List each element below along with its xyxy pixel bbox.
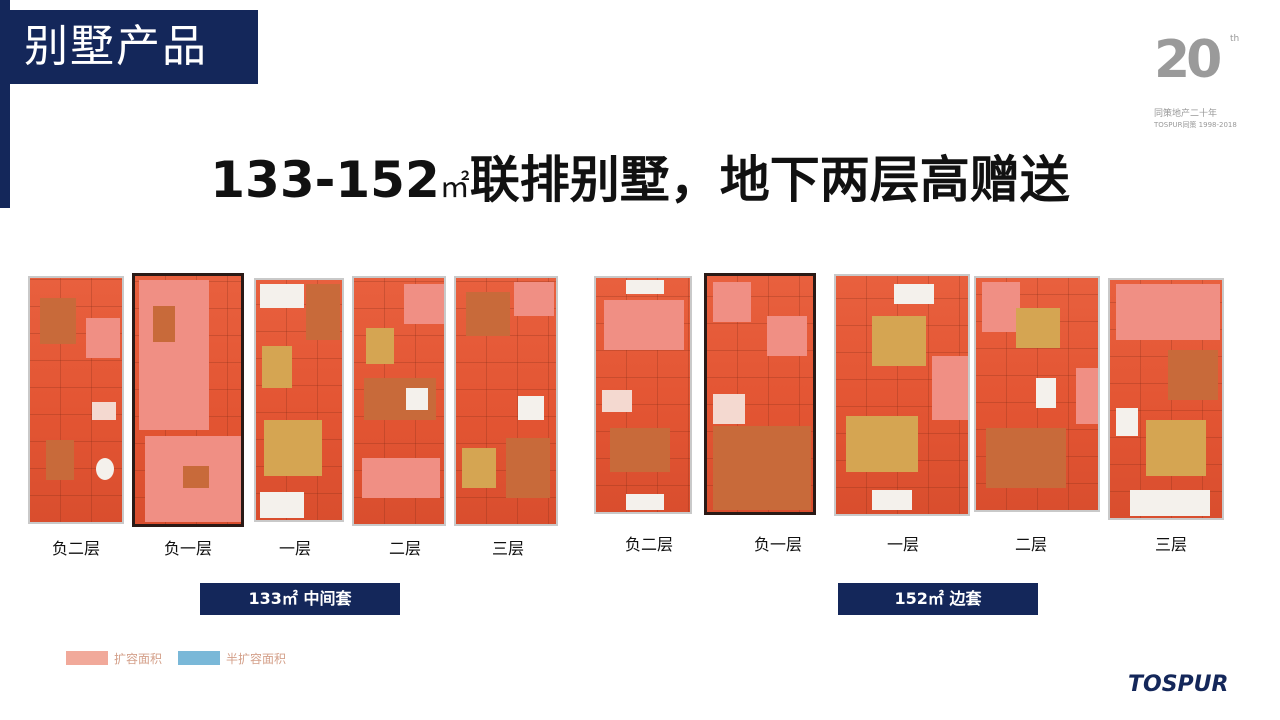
headline: 133-152㎡联排别墅，地下两层高赠送 xyxy=(0,140,1280,212)
floor-plan-image xyxy=(704,273,816,515)
logo-subtitle: 同策地产二十年 xyxy=(1154,109,1218,119)
floor-plan-image xyxy=(594,276,692,514)
floor-label: 负二层 xyxy=(624,535,673,554)
floor-label: 负二层 xyxy=(51,539,100,558)
logo-number: 20 xyxy=(1154,30,1222,90)
floor-plan-image xyxy=(974,276,1100,512)
headline-area: 133-152 xyxy=(210,151,440,209)
legend-swatch xyxy=(66,651,108,665)
floor-plan-image xyxy=(454,276,558,526)
page-title: 别墅产品 xyxy=(10,10,258,84)
left-accent-bar xyxy=(0,0,10,208)
floor-label: 一层 xyxy=(886,535,919,554)
unit-type-tag-152: 152㎡ 边套 xyxy=(838,583,1038,615)
floor-label: 二层 xyxy=(1014,535,1047,554)
floor-plan-image xyxy=(132,273,244,527)
floor-plan-image xyxy=(1108,278,1224,520)
legend-label: 半扩容面积 xyxy=(226,651,287,666)
legend-swatch xyxy=(178,651,220,665)
floor-plan-image xyxy=(254,278,344,522)
logo-superscript: th xyxy=(1230,34,1240,44)
floor-plan-image xyxy=(834,274,970,516)
unit-type-tag-133: 133㎡ 中间套 xyxy=(200,583,400,615)
legend-item-expanded: 扩容面积 xyxy=(66,650,162,666)
headline-unit: ㎡ xyxy=(439,170,470,205)
floor-label: 三层 xyxy=(491,539,524,558)
floor-label: 负一层 xyxy=(163,539,212,558)
floor-plan-image xyxy=(352,276,446,526)
floor-label: 三层 xyxy=(1154,535,1187,554)
legend-item-half-expanded: 半扩容面积 xyxy=(178,650,286,666)
floor-label: 负一层 xyxy=(753,535,802,554)
floor-label: 二层 xyxy=(388,539,421,558)
legend-label: 扩容面积 xyxy=(114,651,163,666)
floor-plan-image xyxy=(28,276,124,524)
floor-label: 一层 xyxy=(278,539,311,558)
logo-brand-line: TOSPUR同策 1998-2018 xyxy=(1154,121,1237,129)
anniversary-logo: 20 th 同策地产二十年 TOSPUR同策 1998-2018 xyxy=(1150,30,1240,130)
headline-text: 联排别墅，地下两层高赠送 xyxy=(469,151,1070,209)
brand-logo: TOSPUR xyxy=(1128,672,1229,697)
